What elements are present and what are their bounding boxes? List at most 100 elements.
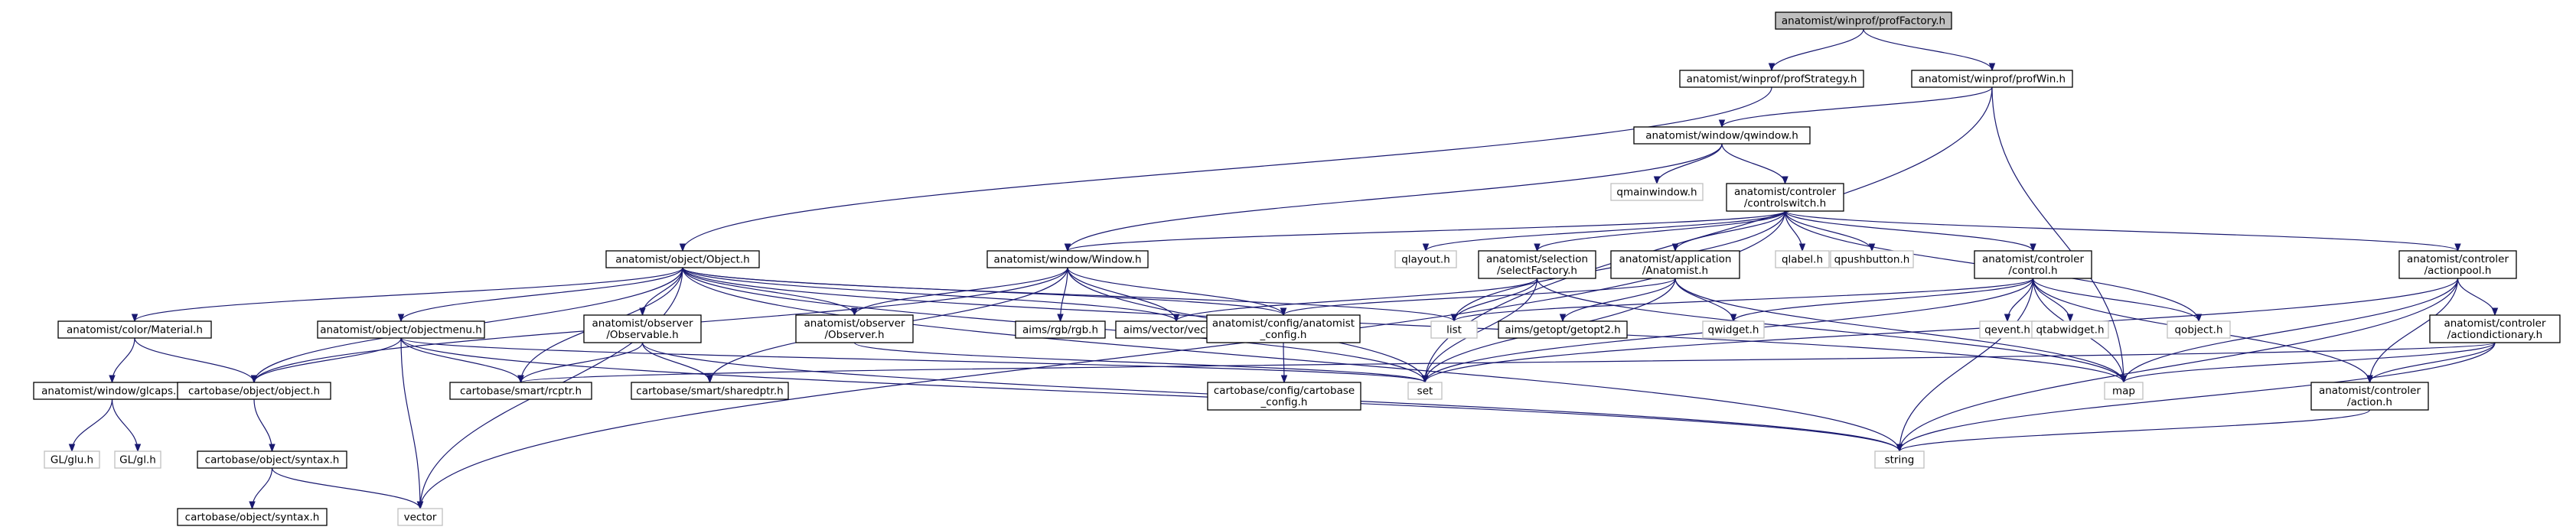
edge-pw-to-qw (1718, 86, 1993, 128)
node-mat[interactable]: anatomist/color/Material.h (57, 320, 212, 339)
node-label: qwidget.h (1708, 324, 1759, 337)
node-qwid[interactable]: qwidget.h (1702, 320, 1765, 339)
node-label: anatomist/winprof/profWin.h (1919, 73, 2066, 86)
node-ac[interactable]: anatomist/config/anatomist_config.h (1206, 314, 1361, 343)
edge-qw-to-qmw (1653, 143, 1723, 185)
edge-cs-to-win (1064, 210, 1786, 252)
node-qtab[interactable]: qtabwidget.h (2031, 320, 2109, 339)
node-label: qtabwidget.h (2036, 324, 2104, 337)
edge-ctl-to-qtab (2032, 278, 2074, 323)
edge-qw-to-cs (1721, 143, 1789, 185)
node-label: aims/getopt/getopt2.h (1505, 324, 1620, 337)
edge-obj-to-om (397, 267, 683, 323)
edge-cs-to-ap (1784, 210, 2461, 252)
edge-glc-to-glu (68, 398, 113, 453)
edge-win-to-vec (1067, 267, 1180, 323)
node-label: qlabel.h (1782, 254, 1823, 266)
node-syn[interactable]: cartobase/object/syntax.h (197, 450, 347, 469)
edge-cs-to-qlab (1784, 210, 1806, 252)
edge-cs-to-sel (1534, 210, 1786, 252)
edge-cs-to-app (1671, 210, 1786, 252)
node-label: anatomist/window/qwindow.h (1645, 130, 1798, 142)
node-label: anatomist/color/Material.h (67, 324, 203, 337)
node-label: cartobase/smart/rcptr.h (460, 385, 582, 398)
node-label: anatomist/selection (1486, 253, 1588, 265)
node-rcp[interactable]: cartobase/smart/rcptr.h (449, 382, 592, 400)
edge-cs-to-qlay (1422, 210, 1786, 252)
node-glc[interactable]: anatomist/window/glcaps.h (33, 382, 191, 400)
node-glu[interactable]: GL/glu.h (44, 450, 100, 469)
node-label: anatomist/controler (1734, 186, 1837, 198)
edge-pf-to-pw (1863, 28, 1996, 72)
node-sel[interactable]: anatomist/selection/selectFactory.h (1478, 250, 1596, 279)
node-map[interactable]: map (2104, 382, 2144, 400)
node-obs[interactable]: anatomist/observer/Observable.h (583, 314, 702, 343)
edge-obj-to-list (682, 267, 1458, 323)
node-label: /selectFactory.h (1497, 265, 1577, 277)
node-label: string (1885, 454, 1915, 467)
edge-ap-to-ad (2457, 278, 2499, 317)
node-qev[interactable]: qevent.h (1979, 320, 2036, 339)
node-cobj[interactable]: cartobase/object/object.h (177, 382, 331, 400)
edge-ac-to-ccc (1280, 342, 1288, 384)
node-app[interactable]: anatomist/application/Anatomist.h (1610, 250, 1740, 279)
node-ctl[interactable]: anatomist/controler/control.h (1974, 250, 2092, 279)
edge-act-to-str (1896, 409, 2371, 453)
node-obsr[interactable]: anatomist/observer/Observer.h (795, 314, 914, 343)
node-qobj[interactable]: qobject.h (2167, 320, 2231, 339)
node-cs[interactable]: anatomist/controler/controlswitch.h (1726, 183, 1844, 212)
node-ad[interactable]: anatomist/controler/actiondictionary.h (2429, 314, 2561, 343)
node-label: qobject.h (2174, 324, 2222, 337)
edge-win-to-obsr (851, 267, 1068, 317)
node-ccc[interactable]: cartobase/config/cartobase_config.h (1207, 382, 1361, 411)
node-syn2[interactable]: cartobase/object/syntax.h (177, 508, 328, 526)
node-label: anatomist/controler (2444, 317, 2546, 330)
node-act[interactable]: anatomist/controler/action.h (2310, 382, 2429, 411)
node-list[interactable]: list (1430, 320, 1478, 339)
node-label: map (2112, 385, 2135, 398)
node-label: _config.h (1260, 396, 1308, 408)
node-ap[interactable]: anatomist/controler/actionpool.h (2398, 250, 2517, 279)
node-qpb[interactable]: qpushbutton.h (1830, 250, 1914, 268)
edge-app-to-ac (1280, 278, 1676, 317)
node-label: anatomist/controler (2319, 385, 2421, 397)
node-set[interactable]: set (1407, 382, 1443, 400)
node-qmw[interactable]: qmainwindow.h (1610, 183, 1704, 201)
node-pw[interactable]: anatomist/winprof/profWin.h (1911, 70, 2073, 88)
node-gl[interactable]: GL/gl.h (114, 450, 161, 469)
node-pf[interactable]: anatomist/winprof/profFactory.h (1775, 11, 1952, 30)
node-om[interactable]: anatomist/object/objectmenu.h (317, 320, 485, 339)
edges-layer (68, 28, 2499, 510)
node-label: anatomist/observer (592, 317, 693, 330)
node-obj[interactable]: anatomist/object/Object.h (605, 250, 760, 268)
edge-syn-to-vector (271, 467, 424, 510)
edge-om-to-vector (400, 337, 424, 510)
edge-ctl-to-qwid (1730, 278, 2034, 323)
edge-om-to-str (400, 337, 1903, 453)
node-label: GL/glu.h (51, 454, 93, 467)
edge-om-to-cobj (250, 337, 402, 384)
node-qw[interactable]: anatomist/window/qwindow.h (1633, 126, 1811, 145)
node-gg[interactable]: aims/getopt/getopt2.h (1498, 320, 1628, 339)
node-label: GL/gl.h (119, 454, 156, 467)
node-label: anatomist/observer (804, 317, 905, 330)
node-shp[interactable]: cartobase/smart/sharedptr.h (631, 382, 789, 400)
edge-obj-to-obs (639, 267, 683, 317)
node-label: anatomist/object/objectmenu.h (320, 324, 482, 337)
node-vector[interactable]: vector (397, 508, 443, 526)
edge-ap-to-str (1896, 278, 2459, 453)
node-label: aims/vector/vector.h (1123, 324, 1230, 337)
node-label: qmainwindow.h (1616, 187, 1697, 199)
edge-app-to-gg (1559, 278, 1676, 323)
node-rgb[interactable]: aims/rgb/rgb.h (1015, 320, 1106, 339)
node-str[interactable]: string (1874, 450, 1925, 469)
node-label: cartobase/object/syntax.h (205, 454, 340, 467)
node-label: /actionpool.h (2424, 265, 2492, 277)
node-win[interactable]: anatomist/window/Window.h (986, 250, 1149, 268)
edge-obj-to-mat (131, 267, 683, 323)
node-qlab[interactable]: qlabel.h (1775, 250, 1830, 268)
edge-syn-to-syn2 (249, 467, 273, 510)
node-ps[interactable]: anatomist/winprof/profStrategy.h (1679, 70, 1864, 88)
node-label: qlayout.h (1401, 254, 1450, 266)
node-qlay[interactable]: qlayout.h (1394, 250, 1457, 268)
